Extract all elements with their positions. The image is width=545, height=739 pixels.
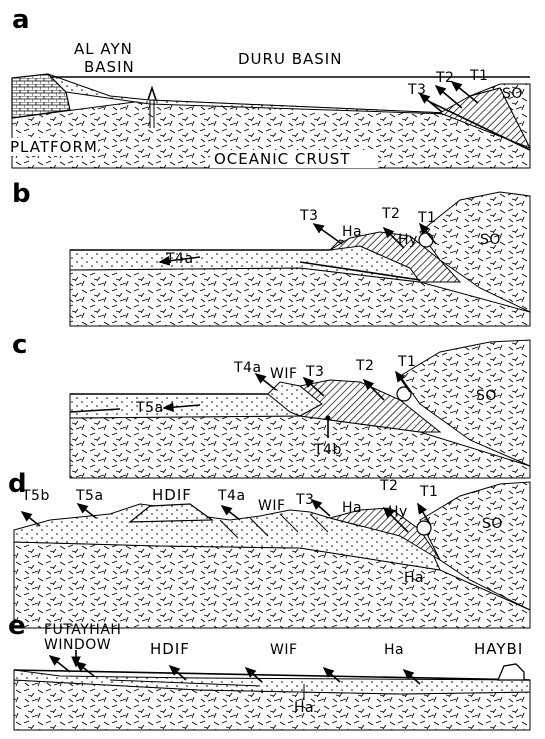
panel-b: b T3 Ha T2 T1 Hy T4a SO xyxy=(12,179,530,326)
t3-label-c: T3 xyxy=(305,364,324,380)
hdif-label-e: HDIF xyxy=(150,640,190,658)
t1-label-c: T1 xyxy=(397,354,416,370)
t5a-label-c: T5a xyxy=(135,400,164,416)
t5a-label-d: T5a xyxy=(75,488,104,504)
panel-e: e FUTAYHAH WINDOW HDIF WIF Ha HAYBI Ha xyxy=(8,611,530,730)
hy-label-b: Hy xyxy=(398,232,418,248)
oceanic-crust-label: OCEANIC CRUST xyxy=(214,150,350,168)
seamount-a xyxy=(148,88,156,100)
t4a-arrow-d xyxy=(222,506,240,520)
panel-a-letter: a xyxy=(12,5,30,35)
t2-label-a: T2 xyxy=(435,70,454,86)
t2-label-b: T2 xyxy=(381,206,400,222)
haybi-block-e xyxy=(498,664,524,680)
t4a-label-c: T4a xyxy=(233,360,262,376)
t5b-arrow-d xyxy=(22,512,40,526)
ha-label-b: Ha xyxy=(342,224,362,240)
so-label-d: SO xyxy=(482,516,503,532)
duru-basin-label: DURU BASIN xyxy=(238,50,342,68)
wif-label-e: WIF xyxy=(270,642,298,658)
panel-c-letter: c xyxy=(12,330,27,360)
hy-label-d: Hy xyxy=(388,504,408,520)
al-ayn-label-line1: AL AYN xyxy=(74,40,133,58)
so-label-a: SO xyxy=(502,86,523,102)
t3-label-d: T3 xyxy=(295,492,314,508)
t2-label-c: T2 xyxy=(355,358,374,374)
panel-a: a AL AYN BASIN DURU BASIN T1 T2 T3 SO PL… xyxy=(8,5,530,168)
platform-label: PLATFORM xyxy=(10,138,98,156)
t1-label-a: T1 xyxy=(469,68,488,84)
t3-label-b: T3 xyxy=(299,208,318,224)
ha-label-d: Ha xyxy=(342,500,362,516)
ha-label-e: Ha xyxy=(384,642,404,658)
panel-e-letter: e xyxy=(8,611,26,641)
futayhah-label-line1: FUTAYHAH xyxy=(44,622,121,638)
hy-block-b xyxy=(419,233,433,247)
t2-arrow-a xyxy=(436,86,462,108)
panel-b-letter: b xyxy=(12,179,31,209)
ha-low-label-e: Ha xyxy=(294,700,314,716)
t4a-label-d: T4a xyxy=(217,488,246,504)
so-label-b: SO xyxy=(480,232,501,248)
t1-label-b: T1 xyxy=(417,210,436,226)
hdif-label-d: HDIF xyxy=(152,486,192,504)
panel-d: d T5b T5a HDIF T4a WIF T3 Ha T2 Hy T1 SO… xyxy=(8,469,530,628)
t4a-label-b: T4a xyxy=(165,251,194,267)
futayhah-label-line2: WINDOW xyxy=(44,637,111,653)
so-label-c: SO xyxy=(476,388,497,404)
t3-arrow-b xyxy=(314,224,342,244)
haybi-label-e: HAYBI xyxy=(474,640,523,658)
panel-c: c T4a WIF T3 T2 T1 T5a T4b SO xyxy=(12,330,530,478)
wif-label-c: WIF xyxy=(270,366,298,382)
t2-label-d: T2 xyxy=(379,478,398,494)
t4b-label-c: T4b xyxy=(313,442,342,458)
t1-label-d: T1 xyxy=(419,484,438,500)
ha-low-label-d: Ha xyxy=(404,570,424,586)
wif-label-d: WIF xyxy=(258,498,286,514)
al-ayn-label-line2: BASIN xyxy=(84,58,135,76)
t3-label-a: T3 xyxy=(407,82,426,98)
oceanic-crust-b xyxy=(70,268,530,326)
t5b-label-d: T5b xyxy=(21,488,50,504)
